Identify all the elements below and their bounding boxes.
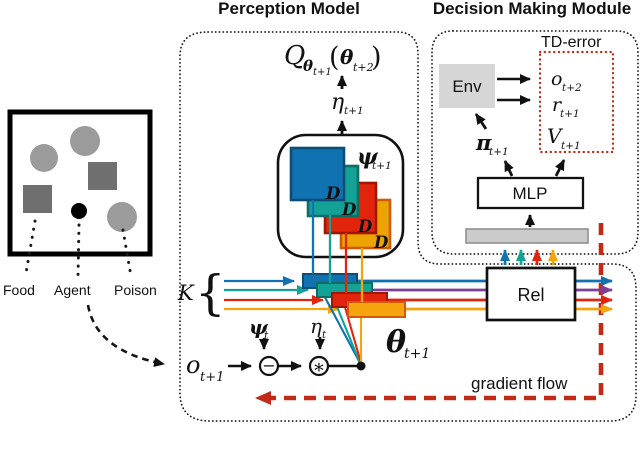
svg-text:): ) (371, 42, 382, 73)
svg-text:t+1: t+1 (561, 140, 581, 152)
d-dim-label: D (325, 184, 341, 203)
junction-dot (356, 361, 366, 371)
decision-module-border (431, 30, 639, 255)
kernel-slab-orange (347, 301, 406, 318)
o-next2-label: o t+2 (551, 68, 582, 94)
svg-text:{: { (195, 265, 226, 321)
d-dim-label: D (357, 217, 373, 236)
psi-next-label: ψ t+1 (357, 144, 392, 172)
convolve-op-glyph: ∗ (313, 356, 326, 378)
rel-label: Rel (517, 285, 544, 305)
mlp-to-pi-arrow (503, 160, 514, 177)
svg-text:t+2: t+2 (562, 82, 582, 94)
agent-label: Agent (54, 282, 91, 298)
subtract-op-circle (258, 355, 280, 377)
food-label: Food (3, 282, 35, 298)
gradient-flow-path (255, 223, 604, 405)
feature-bar (465, 228, 589, 244)
mlp-box (476, 176, 585, 210)
fan-line-blue (319, 287, 361, 364)
r-next-label: r t+1 (552, 94, 580, 120)
v-next-label: V t+1 (547, 124, 581, 152)
svg-text:o: o (186, 351, 200, 379)
poison-circle (30, 144, 58, 172)
subtract-op-glyph: − (262, 356, 275, 375)
svg-text:t+1: t+1 (372, 160, 392, 172)
decision-module-title: Decision Making Module (433, 0, 631, 18)
theta-next-label: θ t+1 (386, 325, 430, 362)
svg-text:(: ( (329, 42, 340, 73)
scene-box: Food Agent Poison (3, 109, 157, 298)
rel-box (485, 266, 577, 322)
svg-text:t+1: t+1 (489, 146, 509, 158)
svg-text:r: r (552, 94, 563, 116)
svg-text:θ: θ (386, 325, 406, 360)
poison-leader-dots (121, 228, 133, 278)
svg-text:t+1: t+1 (560, 108, 580, 120)
svg-text:π: π (475, 130, 492, 155)
k-brace-label: K { (177, 265, 226, 321)
perception-module-title: Perception Model (218, 0, 360, 18)
gradient-flow-label: gradient flow (471, 374, 568, 393)
td-error-box (538, 50, 615, 154)
poison-circle (70, 126, 100, 156)
perception-module-border (179, 31, 637, 422)
poison-label: Poison (114, 282, 157, 298)
svg-text:Q: Q (284, 41, 305, 71)
svg-text:η: η (310, 314, 322, 338)
feature-map-blue (289, 146, 346, 202)
svg-text:η: η (331, 90, 344, 115)
mlp-label: MLP (513, 184, 548, 203)
svg-text:t: t (264, 329, 269, 342)
svg-text:t+1: t+1 (313, 67, 332, 78)
svg-text:t+1: t+1 (404, 346, 430, 362)
scene-to-observation-arrow (86, 304, 165, 368)
mlp-to-value-arrow (554, 159, 566, 177)
svg-text:o: o (551, 68, 562, 90)
svg-text:t: t (322, 330, 327, 341)
svg-text:t+2: t+2 (353, 61, 374, 74)
svg-text:ψ: ψ (357, 144, 379, 170)
svg-text:θ: θ (340, 45, 354, 69)
svg-text:θ: θ (303, 57, 313, 75)
q-value-expression: Q θ t+1 ( θ t+2 ) (284, 41, 382, 78)
psi-t-label: ψ t (249, 315, 269, 342)
food-square (23, 185, 52, 213)
env-label: Env (452, 77, 482, 96)
poison-circle (107, 202, 137, 232)
food-square (88, 162, 117, 190)
food-leader-dots (24, 219, 37, 275)
svg-text:ψ: ψ (249, 315, 269, 339)
pi-next-label: π t+1 (475, 130, 509, 158)
svg-text:K: K (177, 281, 195, 305)
agent-leader-dots (76, 223, 81, 278)
svg-text:V: V (547, 124, 564, 148)
agent-dot (71, 203, 87, 219)
env-box (439, 64, 495, 108)
d-dim-label: D (341, 200, 357, 219)
eta-next-label: η t+1 (331, 90, 364, 117)
pi-to-env-arrow (474, 113, 488, 130)
observation-label: o t+1 (186, 351, 224, 385)
d-dim-label: D (373, 233, 389, 252)
eta-t-label: η t (310, 314, 327, 341)
svg-text:t+1: t+1 (200, 370, 224, 385)
convolve-op-circle (308, 355, 330, 377)
svg-text:t+1: t+1 (344, 105, 364, 117)
td-error-label: TD-error (541, 34, 602, 51)
